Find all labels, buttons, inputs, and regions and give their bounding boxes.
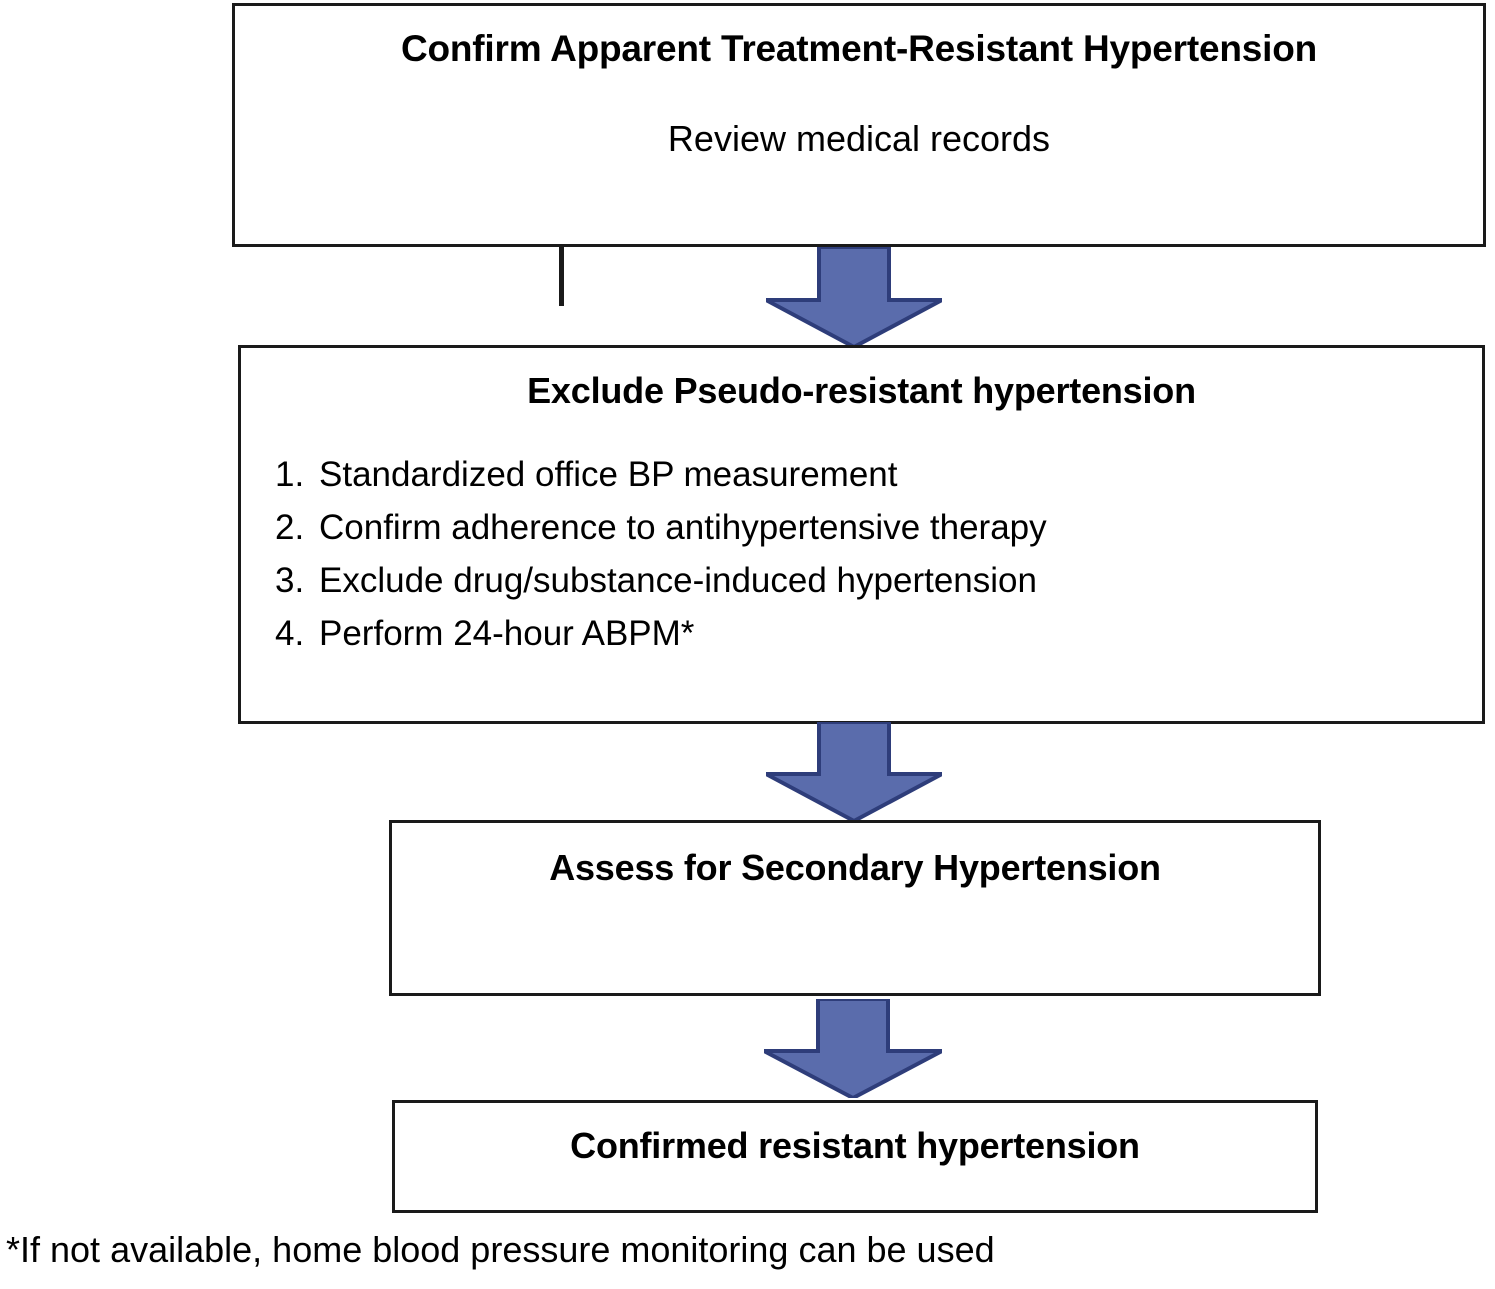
node-subtitle-review-medical-records: Review medical records bbox=[667, 118, 1051, 159]
list-item-number: 2. bbox=[275, 508, 305, 547]
down-arrow-icon-3 bbox=[764, 999, 942, 1098]
list-item-text: Standardized office BP measurement bbox=[319, 455, 898, 494]
down-arrow-icon-1 bbox=[766, 247, 942, 347]
node-title-assess-secondary: Assess for Secondary Hypertension bbox=[549, 847, 1161, 888]
figure-footnote: *If not available, home blood pressure m… bbox=[6, 1229, 995, 1270]
flowchart-node-assess-secondary: Assess for Secondary Hypertension bbox=[389, 820, 1321, 996]
connector-stub-line bbox=[559, 246, 564, 306]
list-item: 4. Perform 24-hour ABPM* bbox=[275, 607, 1462, 660]
list-item-text: Perform 24-hour ABPM* bbox=[319, 614, 695, 653]
flowchart-node-confirm-atrh: Confirm Apparent Treatment-Resistant Hyp… bbox=[232, 3, 1486, 247]
list-item-text: Confirm adherence to antihypertensive th… bbox=[319, 508, 1047, 547]
node-title-exclude-pseudo-resistant: Exclude Pseudo-resistant hypertension bbox=[527, 370, 1196, 411]
list-item-number: 1. bbox=[275, 455, 305, 494]
node-title-confirm-atrh: Confirm Apparent Treatment-Resistant Hyp… bbox=[400, 28, 1318, 69]
list-item: 1. Standardized office BP measurement bbox=[275, 448, 1462, 501]
list-item: 3. Exclude drug/substance-induced hyperte… bbox=[275, 554, 1462, 607]
pseudo-resistant-checklist: 1. Standardized office BP measurement 2. C… bbox=[275, 448, 1462, 660]
list-item: 2. Confirm adherence to antihypertensive … bbox=[275, 501, 1462, 554]
flowchart-node-confirmed-resistant-hypertension: Confirmed resistant hypertension bbox=[392, 1100, 1318, 1213]
list-item-number: 4. bbox=[275, 614, 305, 653]
node-title-confirmed-resistant-hypertension: Confirmed resistant hypertension bbox=[570, 1125, 1140, 1166]
flowchart-node-exclude-pseudo-resistant: Exclude Pseudo-resistant hypertension 1.… bbox=[238, 345, 1485, 724]
down-arrow-icon-2 bbox=[766, 722, 942, 821]
list-item-number: 3. bbox=[275, 561, 305, 600]
list-item-text: Exclude drug/substance-induced hypertens… bbox=[319, 561, 1037, 600]
